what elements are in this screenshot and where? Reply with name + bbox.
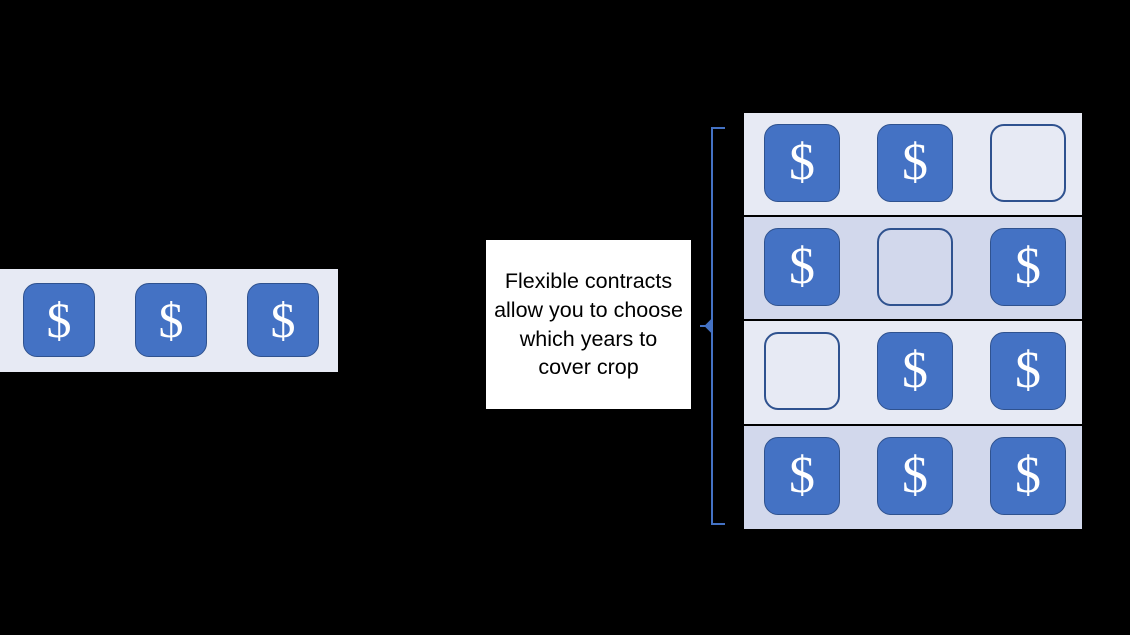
grid-cell[interactable]: $ — [857, 426, 965, 530]
grid-grouping-bracket — [700, 126, 726, 526]
dollar-sign-icon: $ — [789, 446, 815, 504]
grid-cell[interactable]: $ — [970, 217, 1078, 320]
payment-box-filled[interactable]: $ — [990, 332, 1066, 410]
payment-box-filled[interactable]: $ — [135, 283, 207, 357]
dollar-sign-icon: $ — [789, 237, 815, 295]
dollar-sign-icon: $ — [158, 292, 184, 348]
grid-cell[interactable]: $ — [110, 269, 218, 372]
grid-cell[interactable]: $ — [857, 113, 965, 215]
dollar-sign-icon: $ — [1015, 237, 1041, 295]
grid-row: $ $ $ — [744, 425, 1082, 530]
flexible-contract-grid: $ $ $ $ — [744, 112, 1082, 530]
grid-row: $ $ — [744, 321, 1082, 426]
grid-cell[interactable] — [857, 217, 965, 320]
grid-cell[interactable]: $ — [970, 426, 1078, 530]
grid-cell[interactable] — [970, 113, 1078, 215]
grid-cell[interactable] — [744, 321, 852, 424]
grid-cell[interactable]: $ — [744, 113, 852, 215]
payment-box-filled[interactable]: $ — [990, 227, 1066, 306]
payment-box-filled[interactable]: $ — [247, 283, 319, 357]
grid-cell[interactable]: $ — [744, 426, 852, 530]
dollar-sign-icon: $ — [902, 446, 928, 504]
payment-box-empty[interactable] — [764, 332, 840, 410]
grid-cell[interactable]: $ — [0, 269, 106, 372]
payment-box-empty[interactable] — [990, 124, 1066, 202]
payment-box-filled[interactable]: $ — [764, 124, 840, 202]
flexible-contracts-callout: Flexible contracts allow you to choose w… — [486, 240, 691, 409]
bracket-icon — [700, 127, 725, 525]
payment-box-filled[interactable]: $ — [764, 436, 840, 515]
grid-cell[interactable]: $ — [744, 217, 852, 320]
dollar-sign-icon: $ — [902, 342, 928, 399]
grid-cell[interactable]: $ — [970, 321, 1078, 424]
payment-box-filled[interactable]: $ — [990, 436, 1066, 515]
payment-box-filled[interactable]: $ — [877, 332, 953, 410]
callout-text: Flexible contracts allow you to choose w… — [494, 268, 683, 380]
grid-cell[interactable]: $ — [857, 321, 965, 424]
dollar-sign-icon: $ — [789, 134, 815, 191]
payment-box-filled[interactable]: $ — [877, 124, 953, 202]
dollar-sign-icon: $ — [902, 134, 928, 191]
payment-box-empty[interactable] — [877, 227, 953, 306]
grid-row: $ $ — [744, 112, 1082, 217]
grid-row: $ $ — [744, 216, 1082, 321]
payment-box-filled[interactable]: $ — [23, 283, 95, 357]
payment-box-filled[interactable]: $ — [877, 436, 953, 515]
grid-cell[interactable]: $ — [222, 269, 330, 372]
fixed-contract-row: $ $ $ — [0, 268, 338, 373]
dollar-sign-icon: $ — [1015, 446, 1041, 504]
dollar-sign-icon: $ — [270, 292, 296, 348]
dollar-sign-icon: $ — [46, 292, 72, 348]
dollar-sign-icon: $ — [1015, 342, 1041, 399]
payment-box-filled[interactable]: $ — [764, 227, 840, 306]
